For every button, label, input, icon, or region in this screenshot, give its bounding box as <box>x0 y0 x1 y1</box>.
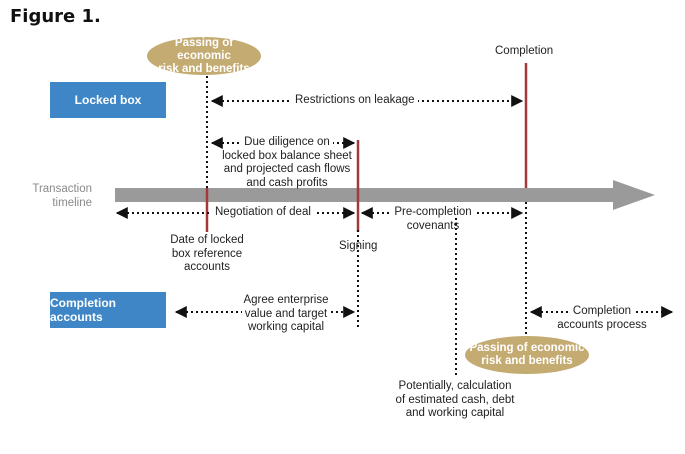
figure-title: Figure 1. <box>10 6 101 27</box>
passing-risk-oval-top: Passing of economic risk and benefits <box>147 37 261 75</box>
date-locked-line-2: box reference <box>171 247 243 260</box>
due-diligence-label: Due diligence on locked box balance shee… <box>218 136 356 190</box>
agree-ev-label: Agree enterprise value and target workin… <box>230 294 342 335</box>
due-diligence-line-3: and projected cash flows <box>223 163 351 175</box>
timeline-label-line-2: timeline <box>52 196 92 209</box>
due-diligence-line-4: and cash profits <box>246 176 328 189</box>
potentially-line-2: of estimated cash, debt <box>395 393 515 406</box>
passing-risk-oval-bottom: Passing of economic risk and benefits <box>465 336 589 374</box>
due-diligence-line-1: Due diligence on <box>241 136 333 148</box>
completion-label: Completion <box>495 45 554 57</box>
date-locked-line-1: Date of locked <box>170 234 244 246</box>
agree-ev-line-1: Agree enterprise <box>243 294 329 306</box>
pre-completion-line-2: covenants <box>406 219 460 232</box>
completion-accounts-box: Completion accounts <box>50 292 166 328</box>
potentially-line-1: Potentially, calculation <box>398 380 512 392</box>
timeline-label-line-1: Transaction <box>32 183 92 195</box>
locked-box-box: Locked box <box>50 82 166 118</box>
completion-process-label: Completion accounts process <box>552 305 652 332</box>
pre-completion-label: Pre-completion covenants <box>378 206 488 233</box>
signing-label: Signing <box>339 240 378 252</box>
timeline-arrow <box>115 180 655 210</box>
pre-completion-line-1: Pre-completion <box>391 206 475 218</box>
locked-box-label: Locked box <box>74 93 142 107</box>
timeline-label: Transaction timeline <box>32 183 92 210</box>
completion-accounts-label: Completion accounts <box>50 296 116 324</box>
potentially-line-3: and working capital <box>405 407 505 419</box>
oval-bottom-line-1: Passing of economic <box>469 342 585 354</box>
oval-top-line-1: Passing of economic <box>174 36 234 62</box>
due-diligence-line-2: locked box balance sheet <box>222 149 352 162</box>
date-locked-line-3: accounts <box>183 261 231 273</box>
oval-bottom-line-2: risk and benefits <box>481 355 573 367</box>
agree-ev-line-2: value and target <box>241 307 331 320</box>
completion-process-line-1: Completion <box>569 305 635 317</box>
potentially-label: Potentially, calculation of estimated ca… <box>384 380 526 421</box>
oval-top-line-2: risk and benefits <box>158 62 250 75</box>
completion-process-line-2: accounts process <box>557 318 647 331</box>
date-locked-label: Date of locked box reference accounts <box>165 234 249 275</box>
restrictions-label: Restrictions on leakage <box>292 94 418 108</box>
negotiation-label: Negotiation of deal <box>212 206 314 220</box>
agree-ev-line-3: working capital <box>247 321 325 333</box>
